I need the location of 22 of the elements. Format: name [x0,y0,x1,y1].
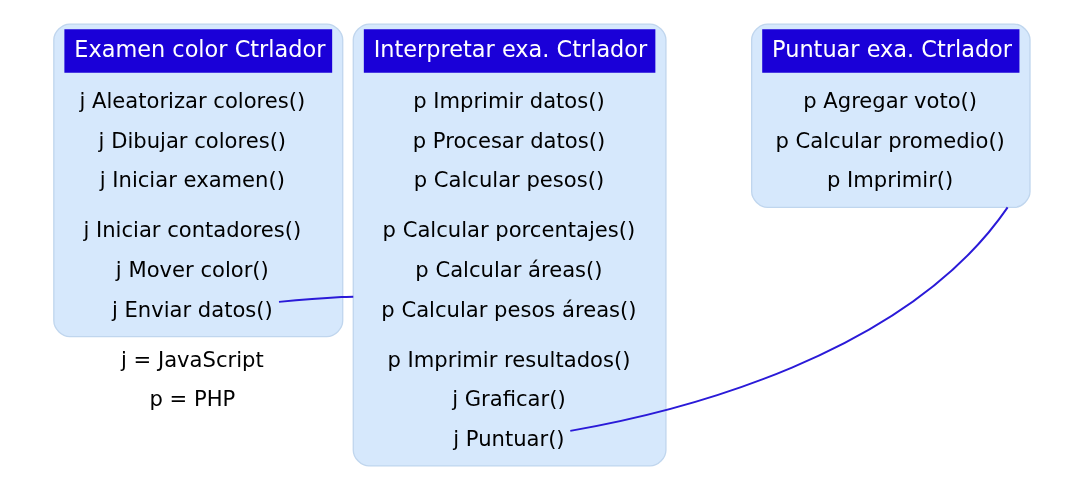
node-text: j Dibujar colores() [98,127,287,153]
node-text: p Imprimir resultados() [387,346,631,372]
node-text: j Iniciar examen() [99,167,285,193]
node-text: p Calcular promedio() [775,127,1005,153]
node-text: j Graficar() [452,386,566,412]
node-text: p Calcular porcentajes() [382,217,636,243]
node-text: j Aleatorizar colores() [79,88,306,114]
node-text: j Mover color() [115,257,269,283]
node-text: p Procesar datos() [412,127,606,153]
node-text: p Calcular pesos áreas() [381,296,637,322]
node-text: j Puntuar() [453,425,565,451]
node-text: p Calcular pesos() [413,167,605,193]
label: j = JavaScript [121,346,264,372]
connector [569,206,1009,432]
connector [278,295,355,303]
node-text: p Calcular áreas() [415,257,603,283]
node-text: p Imprimir datos() [413,88,605,114]
node-text: j Iniciar contadores() [83,217,302,243]
label: p = PHP [149,386,236,412]
node-text: p Imprimir() [827,167,954,193]
node-text: p Agregar voto() [803,88,978,114]
node-text: j Enviar datos() [111,296,273,322]
